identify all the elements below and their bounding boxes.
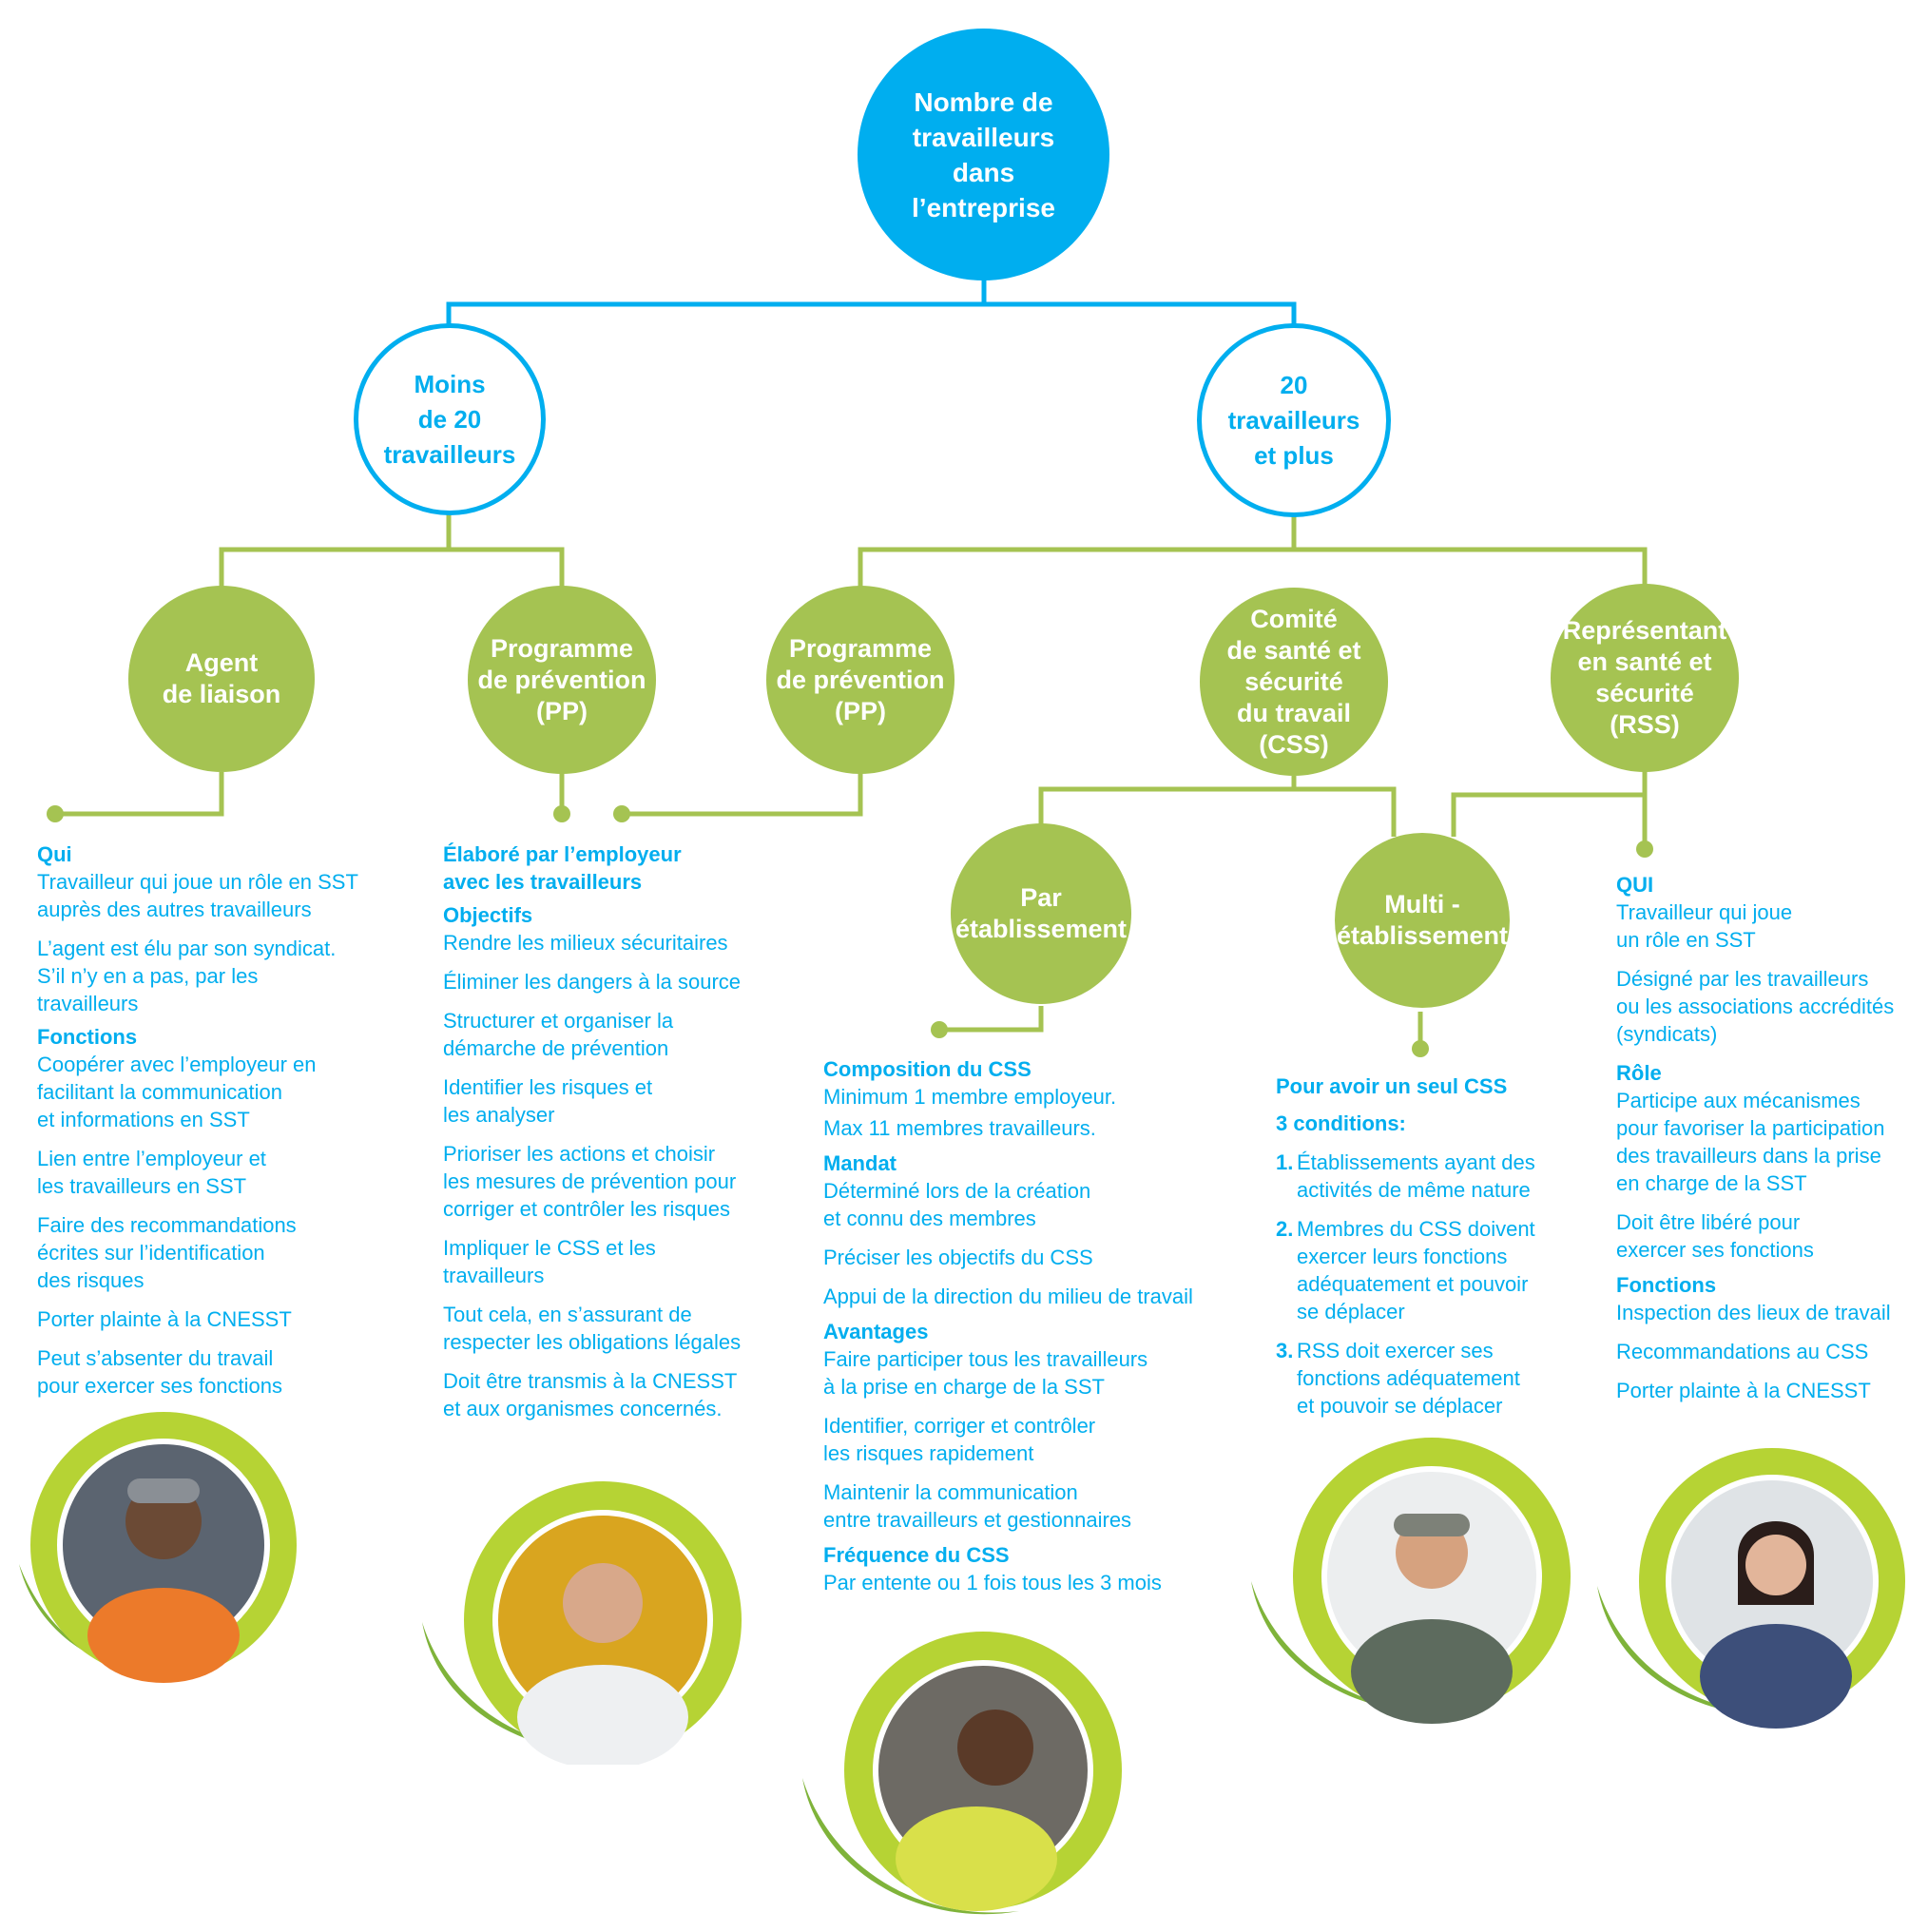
node-pp-right: Programme de prévention (PP) — [766, 586, 954, 774]
node-pp-left: Programme de prévention (PP) — [468, 586, 656, 774]
rss-qui-heading: QUI — [1616, 873, 1654, 897]
pp-objectif-3: Structurer et organiser la démarche de p… — [443, 1009, 674, 1060]
multi-heading: Pour avoir un seul CSS — [1276, 1074, 1508, 1098]
node-par-etablissement: Par établissement — [951, 823, 1131, 1004]
pp-right-connector — [622, 772, 863, 817]
pp-text-column: Élaboré par l’employeur avec les travail… — [443, 840, 766, 1434]
css-mandat-1: Déterminé lors de la création et connu d… — [823, 1179, 1091, 1230]
css-composition-1: Minimum 1 membre employeur. — [823, 1085, 1117, 1109]
worker-photo-delivery — [1251, 1438, 1571, 1724]
multi-condition-number: 2. — [1276, 1217, 1294, 1241]
worker-photo-safety-vest — [19, 1412, 297, 1683]
branch-20-and-more: 20 travailleurs et plus — [1197, 323, 1391, 517]
css-mandat-2: Préciser les objectifs du CSS — [823, 1246, 1093, 1269]
css-frequence-heading: Fréquence du CSS — [823, 1543, 1010, 1567]
pp-elabore: Élaboré par l’employeur avec les travail… — [443, 842, 682, 894]
multi-condition-text: Établissements ayant des activités de mê… — [1297, 1150, 1535, 1202]
agent-text-column: Qui Travailleur qui joue un rôle en SST … — [37, 840, 360, 1411]
connector-dot — [47, 805, 64, 822]
node-agent-de-liaison: Agent de liaison — [128, 586, 315, 772]
css-avantage-2: Identifier, corriger et contrôler les ri… — [823, 1414, 1096, 1465]
pp-objectif-7: Tout cela, en s’assurant de respecter le… — [443, 1303, 742, 1354]
pp-objectif-8: Doit être transmis à la CNESST et aux or… — [443, 1369, 738, 1420]
rss-connector — [1451, 770, 1648, 849]
node-css: Comité de santé et sécurité du travail (… — [1200, 588, 1388, 776]
rss-fonction-3: Porter plainte à la CNESST — [1616, 1379, 1871, 1402]
multi-condition-1: 1. Établissements ayant des activités de… — [1276, 1149, 1571, 1204]
multi-conditions-sub: 3 conditions: — [1276, 1111, 1406, 1135]
rss-qui-1: Travailleur qui joue un rôle en SST — [1616, 900, 1793, 952]
agent-connector — [55, 772, 224, 817]
node-multi-etablissement: Multi - établissement — [1335, 833, 1510, 1008]
rss-fonctions-heading: Fonctions — [1616, 1273, 1717, 1297]
branch-less-than-20: Moins de 20 travailleurs — [354, 323, 546, 515]
pp-objectif-5: Prioriser les actions et choisir les mes… — [443, 1142, 737, 1221]
agent-fonctions-heading: Fonctions — [37, 1025, 138, 1049]
multi-condition-2: 2. Membres du CSS doivent exercer leurs … — [1276, 1215, 1571, 1325]
multi-condition-3: 3. RSS doit exercer ses fonctions adéqua… — [1276, 1337, 1571, 1420]
agent-qui-heading: Qui — [37, 842, 72, 866]
rss-fonction-1: Inspection des lieux de travail — [1616, 1301, 1891, 1324]
pp-objectif-2: Éliminer les dangers à la source — [443, 970, 742, 994]
less-connector — [219, 513, 565, 614]
agent-qui-1: Travailleur qui joue un rôle en SST aupr… — [37, 870, 358, 921]
rss-role-1: Participe aux mécanismes pour favoriser … — [1616, 1089, 1885, 1195]
css-frequence-1: Par entente ou 1 fois tous les 3 mois — [823, 1571, 1162, 1594]
connector-dot — [553, 805, 570, 822]
pp-objectif-4: Identifier les risques et les analyser — [443, 1075, 653, 1127]
multi-condition-number: 1. — [1276, 1150, 1294, 1174]
pp-objectif-6: Impliquer le CSS et les travailleurs — [443, 1236, 656, 1287]
multi-condition-text: Membres du CSS doivent exercer leurs fon… — [1297, 1217, 1535, 1323]
agent-fonction-2: Lien entre l’employeur et les travailleu… — [37, 1147, 266, 1198]
rss-text-column: QUI Travailleur qui joue un rôle en SST … — [1616, 871, 1901, 1416]
multi-text-column: Pour avoir un seul CSS 3 conditions: 1. … — [1276, 1072, 1571, 1431]
pp-objectifs-heading: Objectifs — [443, 903, 533, 927]
connector-dot — [931, 1021, 948, 1038]
multi-condition-text: RSS doit exercer ses fonctions adéquatem… — [1297, 1339, 1520, 1418]
root-node: Nombre de travailleurs dans l’entreprise — [858, 29, 1109, 280]
agent-qui-2: L’agent est élu par son syndicat. S’il n… — [37, 937, 337, 1015]
css-mandat-heading: Mandat — [823, 1151, 897, 1175]
rss-fonction-2: Recommandations au CSS — [1616, 1340, 1869, 1363]
css-text-column: Composition du CSS Minimum 1 membre empl… — [823, 1055, 1232, 1608]
rss-role-2: Doit être libéré pour exercer ses foncti… — [1616, 1210, 1814, 1262]
node-rss: Représentant en santé et sécurité (RSS) — [1551, 584, 1739, 772]
connector-dot — [613, 805, 630, 822]
css-composition-2: Max 11 membres travailleurs. — [823, 1116, 1096, 1140]
css-composition-heading: Composition du CSS — [823, 1057, 1032, 1081]
css-mandat-3: Appui de la direction du milieu de trava… — [823, 1285, 1193, 1308]
multi-condition-number: 3. — [1276, 1339, 1294, 1362]
agent-fonction-5: Peut s’absenter du travail pour exercer … — [37, 1346, 283, 1398]
agent-fonction-3: Faire des recommandations écrites sur l’… — [37, 1213, 297, 1292]
more-connector — [858, 513, 1648, 614]
connector-dot — [1636, 840, 1653, 858]
rss-qui-2: Désigné par les travailleurs ou les asso… — [1616, 967, 1895, 1046]
connector-dot — [1412, 1040, 1429, 1057]
par-etab-connector — [939, 1006, 1044, 1033]
css-avantages-heading: Avantages — [823, 1320, 929, 1343]
worker-photo-warehouse — [802, 1632, 1122, 1915]
pp-objectif-1: Rendre les milieux sécuritaires — [443, 931, 728, 955]
css-connector — [1038, 776, 1397, 837]
worker-photo-truck-yard — [1597, 1448, 1905, 1729]
worker-photo-school-bus — [422, 1481, 742, 1765]
css-avantage-1: Faire participer tous les travailleurs à… — [823, 1347, 1148, 1399]
css-avantage-3: Maintenir la communication entre travail… — [823, 1480, 1132, 1532]
agent-fonction-1: Coopérer avec l’employeur en facilitant … — [37, 1053, 317, 1131]
root-connector — [446, 221, 1297, 376]
agent-fonction-4: Porter plainte à la CNESST — [37, 1307, 292, 1331]
rss-role-heading: Rôle — [1616, 1061, 1662, 1085]
